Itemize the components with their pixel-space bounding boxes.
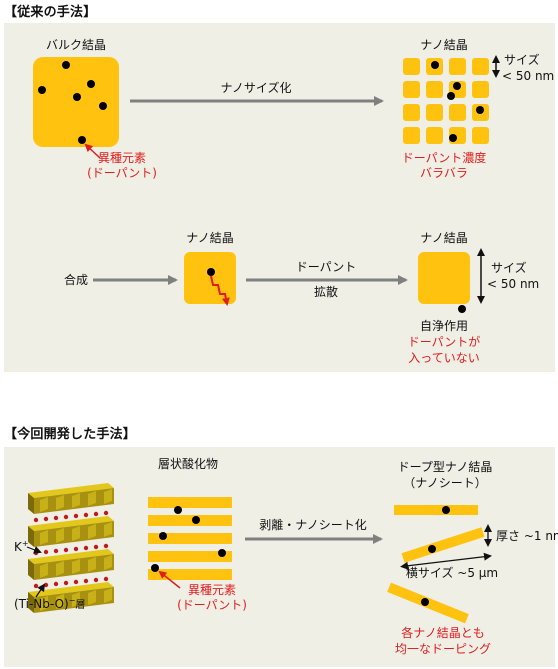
- heteroatom-pointer-arrow-2: [158, 570, 181, 589]
- bulk-dopants: [38, 61, 107, 144]
- dopant-dot: [442, 506, 450, 514]
- heteroatom2-line1: 異種元素: [188, 583, 236, 597]
- heteroatom2-line2: (ドーパント): [177, 598, 247, 612]
- dopant-dot: [453, 82, 461, 90]
- nanocrystal-label-mid: ナノ結晶: [186, 231, 233, 245]
- not-doped-line2: 入っていない: [408, 351, 479, 365]
- dopant-dot: [476, 106, 484, 114]
- nanocrystal-dopants: [431, 61, 484, 142]
- layer-label: (Ti-Nb-O)−層: [14, 596, 85, 611]
- layered-oxide-label: 層状酸化物: [158, 456, 218, 471]
- uniform-doping-line2: 均一なドーピング: [395, 642, 491, 656]
- size2-label-line1: サイズ: [491, 260, 527, 275]
- size-label-line2: < 50 nm: [502, 69, 554, 83]
- bulk-crystal-label: バルク結晶: [46, 38, 106, 52]
- heteroatom-label-line1: 異種元素: [98, 151, 146, 165]
- sheet: [148, 497, 232, 508]
- layer-pointer-arrow: [35, 583, 46, 598]
- dopant-dot: [73, 93, 81, 101]
- heteroatom-label-line2: (ドーパント): [87, 166, 157, 180]
- dopant-dot: [151, 564, 159, 572]
- exfoliation-label: 剥離・ナノシート化: [259, 518, 366, 532]
- not-doped-line1: ドーパントが: [408, 334, 480, 349]
- synthesis-label: 合成: [64, 272, 88, 287]
- nanocrystal-label-top: ナノ結晶: [420, 38, 467, 52]
- dopant-dot: [87, 80, 95, 88]
- sheet: [148, 551, 232, 562]
- stacked-dopants: [151, 506, 226, 572]
- thickness-label: 厚さ ~1 nm: [496, 529, 558, 543]
- nanocrystal-purified: [418, 252, 470, 304]
- stacked-nanosheets: [148, 497, 232, 580]
- section2-heading: 【今回開発した手法】: [4, 427, 137, 442]
- dopant-diffusion-line2: 拡散: [314, 284, 338, 299]
- dopant-dot: [218, 549, 226, 557]
- nanosizing-label: ナノサイズ化: [220, 80, 291, 95]
- k-ion-label: K+: [14, 539, 29, 554]
- dopant-dot: [99, 102, 107, 110]
- dopant-dot: [447, 92, 455, 100]
- lateral-size-label: 横サイズ ~5 μm: [406, 565, 498, 580]
- dopant-dot: [449, 134, 457, 142]
- k-ion-pointer-arrow: [26, 546, 42, 554]
- nanocrystal-grid: [403, 58, 489, 144]
- heteroatom-pointer-arrow: [84, 143, 101, 159]
- sheet: [148, 515, 232, 526]
- dopant-dot: [431, 61, 439, 69]
- dopant-diffusion-line1: ドーパント: [296, 260, 356, 274]
- self-purification-label: 自浄作用: [420, 319, 468, 333]
- nanosheet-title-line2: （ナノシート）: [403, 476, 486, 490]
- layered-structure-illustration: [28, 483, 114, 613]
- size2-label-line2: < 50 nm: [487, 277, 539, 291]
- dopant-dot: [159, 532, 167, 540]
- nanosheet-1: [394, 505, 478, 515]
- lateral-size-indicator-arrow: [400, 552, 492, 570]
- dopant-dot: [207, 268, 215, 276]
- uneven-concentration-line1: ドーパント濃度: [402, 150, 486, 165]
- nanocrystal-label-right: ナノ結晶: [420, 231, 467, 245]
- section1-heading: 【従来の手法】: [4, 5, 97, 20]
- diffusion-path-arrow: [210, 275, 230, 306]
- dopant-dot: [62, 61, 70, 69]
- uniform-doping-line1: 各ナノ結晶とも: [401, 625, 484, 640]
- expelled-dopant-dot: [458, 305, 466, 313]
- dopant-dot: [78, 136, 86, 144]
- dopant-dot: [174, 506, 182, 514]
- dopant-dot: [38, 86, 46, 94]
- nanocrystal-with-dopant: [184, 252, 236, 304]
- dopant-dot: [428, 545, 436, 553]
- nanosheet-title-line1: ドープ型ナノ結晶: [398, 460, 493, 474]
- dopant-dot: [192, 516, 200, 524]
- uneven-concentration-line2: バラバラ: [420, 166, 468, 180]
- size-label-line1: サイズ: [504, 52, 540, 67]
- sheet: [148, 533, 232, 544]
- dopant-dot: [421, 598, 429, 606]
- nanosheet-2: [401, 527, 485, 563]
- sheet: [148, 569, 232, 580]
- bulk-crystal: [33, 57, 119, 147]
